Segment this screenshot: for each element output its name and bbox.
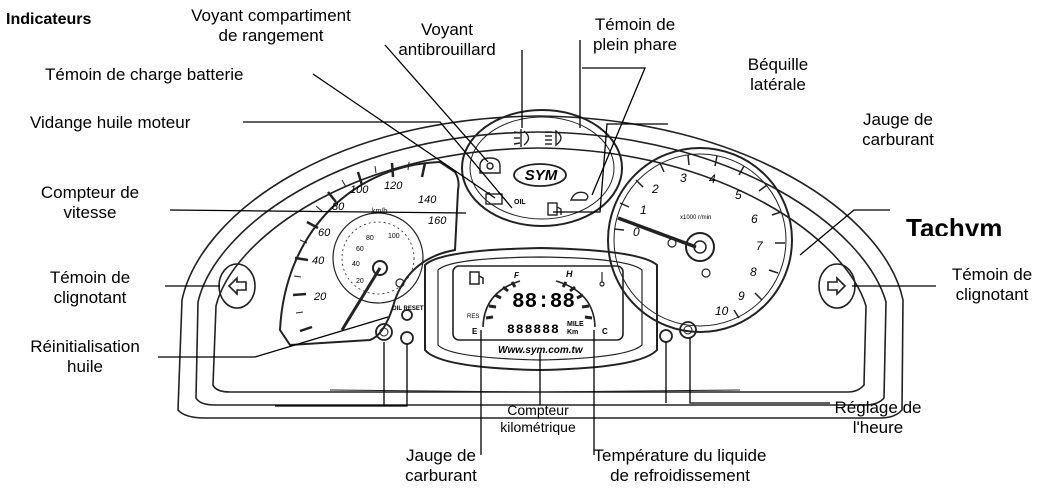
lcd-temp-cold: C [602,327,608,336]
housing-mid [195,131,887,406]
speedometer-tick-40: 40 [312,255,325,267]
turn-left-arrow-icon [227,276,247,296]
speedometer-inner-tick-100: 100 [388,233,400,240]
speedometer-inner-tick-80: 80 [366,235,374,242]
website: Www.sym.com.tw [498,345,583,356]
speedometer-tick-120: 120 [384,180,403,192]
speedometer-tick-20: 20 [314,291,327,303]
brand-logo: SYM [524,167,558,184]
fog-light-icon [513,129,530,147]
indicator-pod [461,109,623,227]
tachometer-tick-1: 1 [640,203,647,217]
tachometer-tick-10: 10 [715,304,729,318]
brand-logo-oval [513,163,567,187]
lcd-odometer: 888888 [507,322,560,337]
clock-set-button-small [659,329,673,343]
tachometer-tick-6: 6 [751,212,758,226]
tachometer-tick-2: 2 [652,182,659,196]
speedometer-inner-tick-60: 60 [356,246,364,253]
turn-right-pod [818,263,856,309]
oil-reset-button-small [400,331,414,345]
speedometer-gauge [278,160,460,347]
page-title: Indicateurs [6,11,92,28]
tachometer-tick-4: 4 [709,172,716,186]
callout-lines [158,40,936,455]
speedometer-unit: km/h [372,208,388,215]
speedometer-inner-tick-40: 40 [352,261,360,268]
tachometer-gauge [607,147,793,333]
tachometer-tick-9: 9 [738,289,745,303]
oil-reset-indicator [401,309,413,321]
oil-reset-button-large [375,323,393,341]
tachometer-tick-8: 8 [750,265,757,279]
turn-right-arrow-icon [827,276,847,296]
speedometer-tick-100: 100 [350,184,369,196]
lcd-unit-km: Km [567,329,579,336]
lcd-temp-hot: H [566,269,573,279]
tachometer-unit: x1000 r/min [680,215,712,221]
clock-set-button-large [679,321,697,339]
oil-reset-label: OIL RESET [392,306,424,312]
tachometer-tick-7: 7 [756,239,763,253]
storage-compartment-icon [479,157,501,174]
label-oil-change: Vidange huile moteur [30,113,191,132]
lcd-coolant-icon [599,272,605,287]
tachometer-tick-5: 5 [735,188,742,202]
tachometer-tick-3: 3 [680,171,687,185]
housing-inner [212,147,867,393]
speedometer-tick-80: 80 [332,201,345,213]
lcd-clock: 88:88 [512,291,576,314]
pod-icons [479,129,589,216]
lcd-screen [452,265,624,341]
high-beam-icon [545,129,562,147]
lcd-fuel-pump-icon [469,271,484,285]
temp-bar-arc [555,280,596,328]
label-tachometer: Tachym [906,214,1003,236]
lcd-reserve: RES [467,314,480,320]
lcd-bar-graphs [469,271,605,328]
lcd-fuel-full: F [514,271,519,280]
pod-oil-label: OIL [514,199,526,206]
label-battery: Témoin de charge batterie [45,65,244,84]
lcd-fuel-empty: E [472,327,478,336]
lcd-surround [424,246,658,372]
speedometer-inner-tick-20: 20 [356,278,364,285]
speedometer-tick-60: 60 [318,227,331,239]
speedometer-tick-140: 140 [418,194,437,206]
side-stand-icon [569,191,589,201]
lcd-unit-mile: MILE [567,321,584,328]
housing-outer [177,115,904,419]
speedometer-tick-160: 160 [428,215,447,227]
fuel-pump-icon [547,202,562,216]
tachometer-tick-0: 0 [633,225,640,239]
